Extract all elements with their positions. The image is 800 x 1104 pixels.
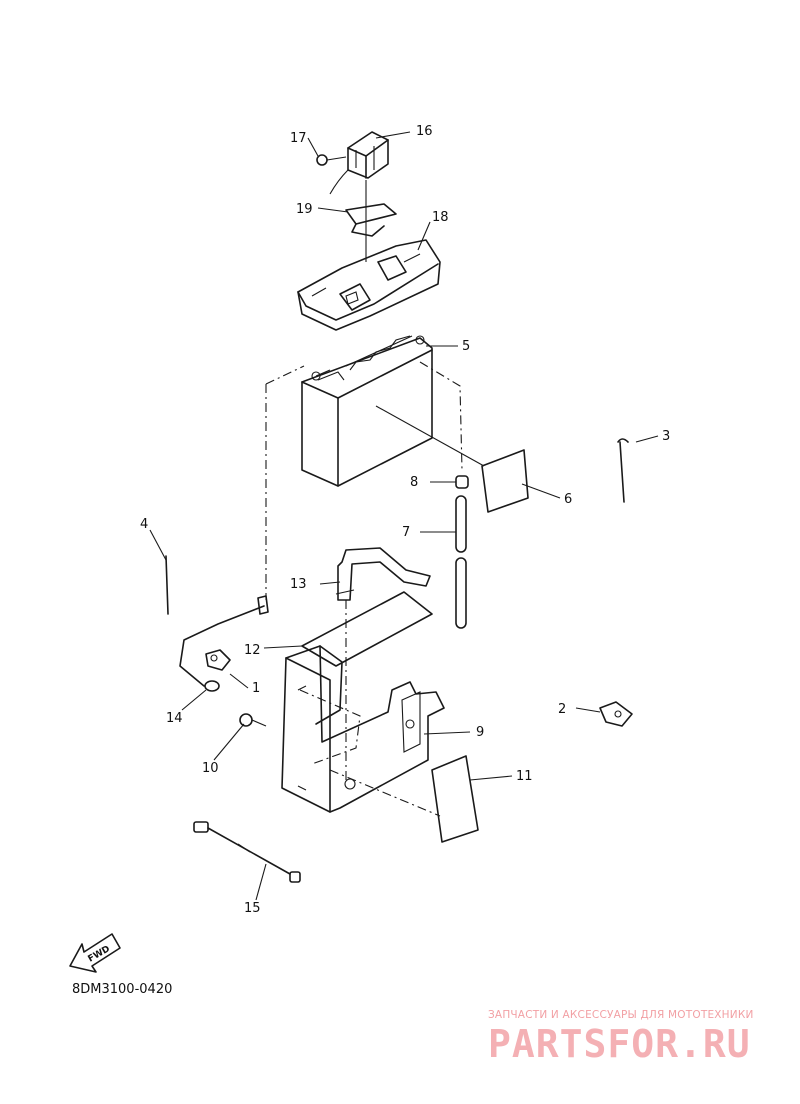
watermark-logo: PARTSFOR.RU [488, 1022, 751, 1066]
part-12-rubber-sheet [301, 591, 433, 667]
callout-2: 2 [558, 702, 566, 717]
part-18-battery-cover [297, 239, 441, 331]
part-8-hose-cap [455, 475, 469, 489]
part-4-pin [165, 555, 169, 615]
watermark-tagline: ЗАПЧАСТИ И АКСЕССУАРЫ ДЛЯ МОТОТЕХНИКИ [488, 1009, 754, 1021]
callout-labels: 16 17 19 18 5 3 8 6 7 4 13 12 1 2 14 9 1… [140, 124, 670, 916]
callout-5: 5 [462, 339, 470, 354]
part-3-pin [617, 438, 629, 503]
callout-10: 10 [202, 761, 219, 776]
part-13-battery-band [335, 547, 431, 601]
callout-4: 4 [140, 517, 148, 532]
leader-lines [149, 131, 659, 901]
callout-13: 13 [290, 577, 307, 592]
callout-16: 16 [416, 124, 433, 139]
callout-12: 12 [244, 643, 261, 658]
diagram-code: 8DM3100-0420 [72, 982, 173, 997]
part-19-bracket [345, 180, 397, 262]
part-11-cover-plate [431, 755, 479, 843]
callout-1: 1 [252, 681, 260, 696]
part-6-pad [481, 449, 529, 513]
callout-11: 11 [516, 769, 533, 784]
callout-3: 3 [662, 429, 670, 444]
part-15-lead-wire [193, 821, 301, 883]
part-2-clip [599, 701, 633, 727]
callout-6: 6 [564, 492, 572, 507]
callout-7: 7 [402, 525, 410, 540]
part-14-battery-lead [179, 595, 269, 692]
fwd-arrow-icon: FWD [69, 933, 121, 973]
callout-19: 19 [296, 202, 313, 217]
callout-18: 18 [432, 210, 449, 225]
part-5-battery [301, 335, 433, 487]
part-10-bolt [239, 713, 267, 727]
callout-9: 9 [476, 725, 484, 740]
part-16-relay [329, 131, 389, 195]
part-17-bolt [316, 154, 347, 166]
part-7-breather-hose [455, 495, 467, 629]
callout-8: 8 [410, 475, 418, 490]
callout-15: 15 [244, 901, 261, 916]
part-9-battery-case [281, 645, 445, 813]
alignment-lines [265, 361, 463, 817]
part-1-terminal [205, 649, 231, 671]
callout-17: 17 [290, 131, 307, 146]
callout-14: 14 [166, 711, 183, 726]
